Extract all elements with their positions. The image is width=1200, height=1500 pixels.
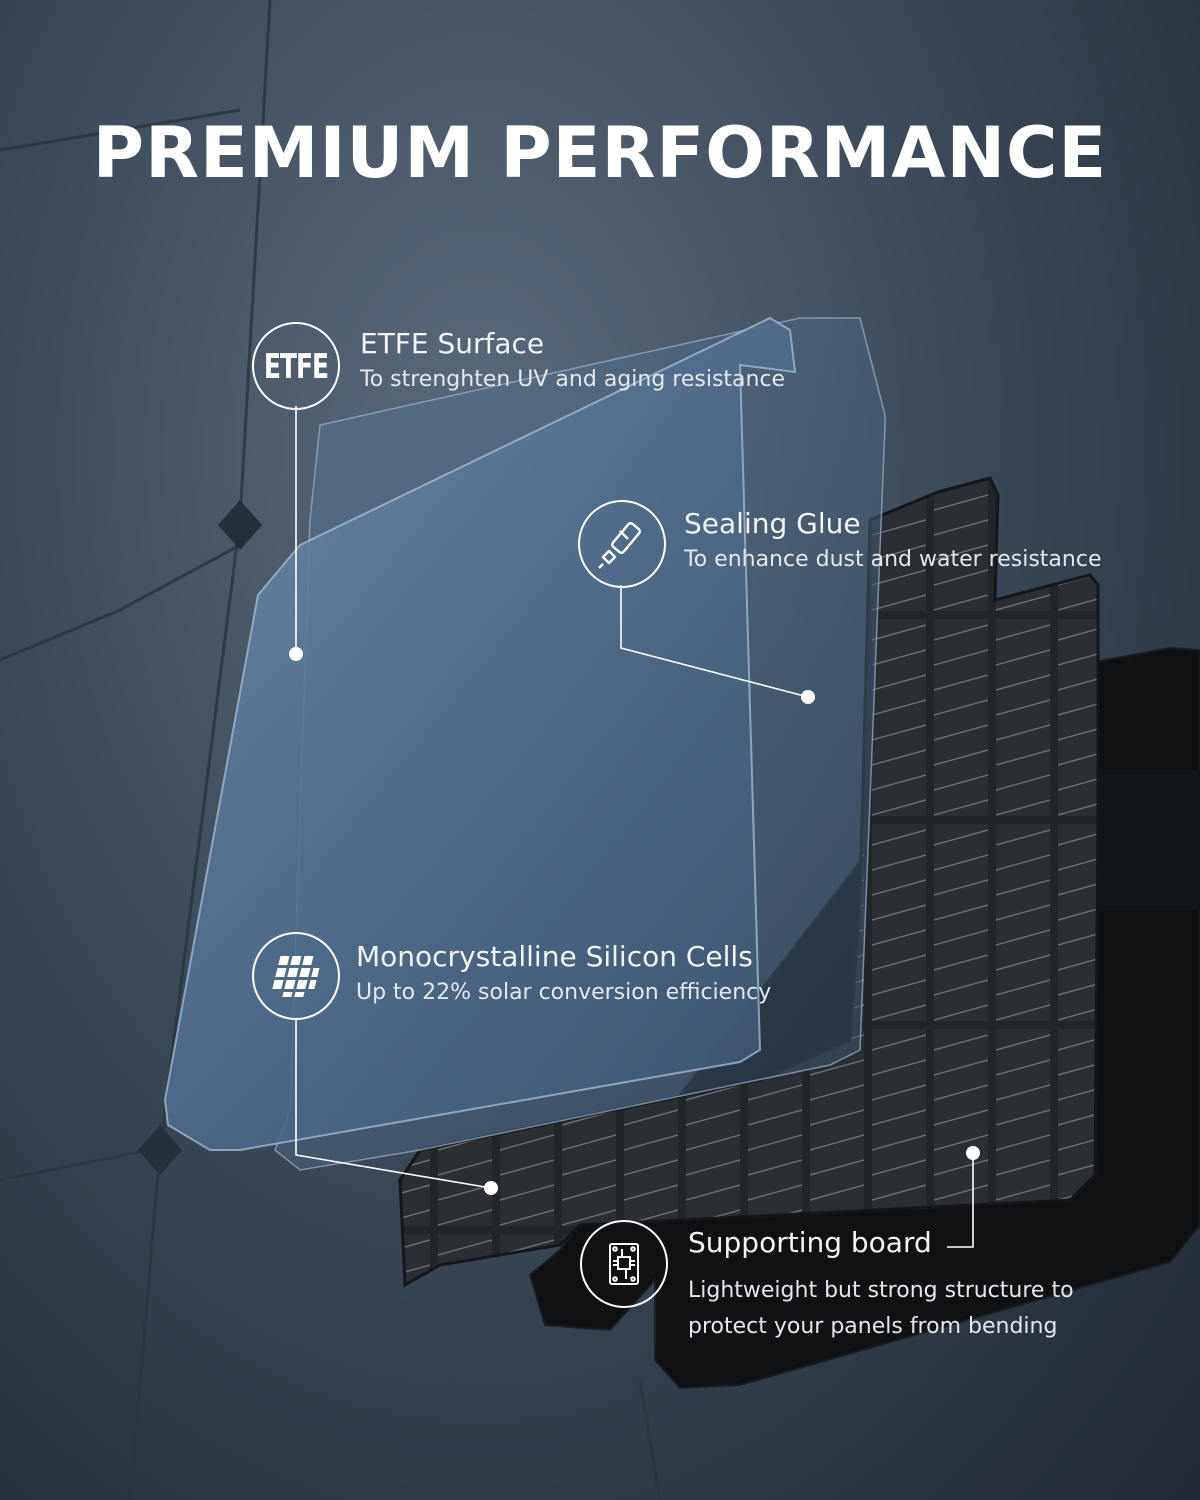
feature-supporting-board: Supporting board Lightweight but strong … <box>688 1226 1074 1345</box>
feature-name: Monocrystalline Silicon Cells <box>356 940 753 973</box>
feature-description: Up to 22% solar conversion efficiency <box>356 980 772 1005</box>
feature-name: Sealing Glue <box>684 507 861 540</box>
feature-description: To strenghten UV and aging resistance <box>360 367 786 392</box>
feature-description: Lightweight but strong structure to prot… <box>688 1273 1074 1345</box>
etfe-icon-label: ETFE <box>263 346 329 386</box>
glue-tube-icon <box>578 500 666 588</box>
background-panel-grid <box>0 0 662 1500</box>
feature-description-line: protect your panels from bending <box>688 1314 1058 1339</box>
feature-description: To enhance dust and water resistance <box>684 547 1102 572</box>
callout-dots <box>289 647 980 1195</box>
background-panel-corners <box>138 500 262 1175</box>
solar-cells-icon <box>252 932 340 1020</box>
feature-silicon-cells: Monocrystalline Silicon Cells Up to 22% … <box>356 940 771 1011</box>
feature-name: ETFE Surface <box>360 327 545 360</box>
feature-name: Supporting board <box>688 1226 932 1259</box>
feature-sealing-glue: Sealing Glue To enhance dust and water r… <box>684 507 1101 578</box>
page-title: PREMIUM PERFORMANCE <box>92 112 1108 194</box>
circuit-board-icon <box>580 1220 668 1308</box>
feature-description-line: Lightweight but strong structure to <box>688 1278 1074 1303</box>
callout-lines <box>295 406 974 1248</box>
etfe-icon: ETFE <box>252 322 340 410</box>
supporting-board-slot <box>1095 770 1200 910</box>
feature-etfe-surface: ETFE Surface To strenghten UV and aging … <box>360 327 785 398</box>
